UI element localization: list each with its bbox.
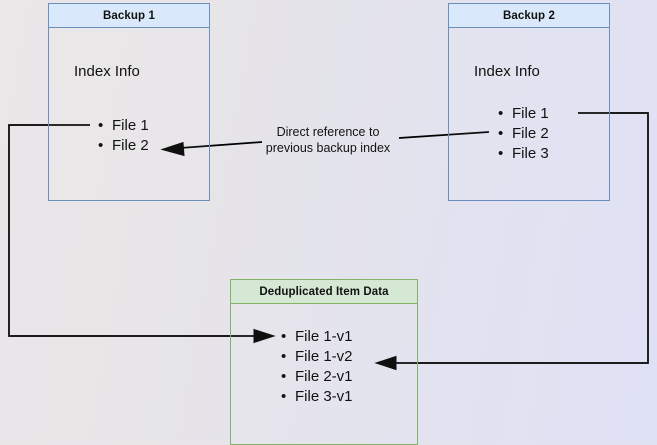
node-backup2-subtitle: Index Info (474, 63, 540, 80)
list-item: File 2 (98, 136, 149, 156)
node-backup2-header: Backup 2 (448, 3, 610, 28)
node-backup1-subtitle: Index Info (74, 63, 140, 80)
node-deduplicated-item-data[interactable]: Deduplicated Item Data File 1-v1 File 1-… (230, 279, 418, 445)
node-backup1[interactable]: Backup 1 Index Info File 1 File 2 (48, 3, 210, 201)
list-item: File 1-v1 (281, 327, 352, 347)
list-item: File 3-v1 (281, 387, 352, 407)
node-dedup-body: File 1-v1 File 1-v2 File 2-v1 File 3-v1 (230, 304, 418, 445)
node-backup1-filelist: File 1 File 2 (95, 116, 149, 156)
node-backup2-filelist: File 1 File 2 File 3 (495, 104, 549, 164)
node-backup2[interactable]: Backup 2 Index Info File 1 File 2 File 3 (448, 3, 610, 201)
node-backup1-frame (48, 3, 210, 201)
list-item: File 2-v1 (281, 367, 352, 387)
list-item: File 3 (498, 144, 549, 164)
list-item: File 1 (98, 116, 149, 136)
list-item: File 2 (498, 124, 549, 144)
list-item: File 1-v2 (281, 347, 352, 367)
node-backup2-body: Index Info File 1 File 2 File 3 (448, 28, 610, 201)
node-backup1-body: Index Info File 1 File 2 (48, 28, 210, 201)
edge-label-direct-reference: Direct reference to previous backup inde… (265, 125, 391, 155)
node-dedup-header: Deduplicated Item Data (230, 279, 418, 304)
node-dedup-filelist: File 1-v1 File 1-v2 File 2-v1 File 3-v1 (278, 327, 352, 407)
list-item: File 1 (498, 104, 549, 124)
node-backup1-header: Backup 1 (48, 3, 210, 28)
